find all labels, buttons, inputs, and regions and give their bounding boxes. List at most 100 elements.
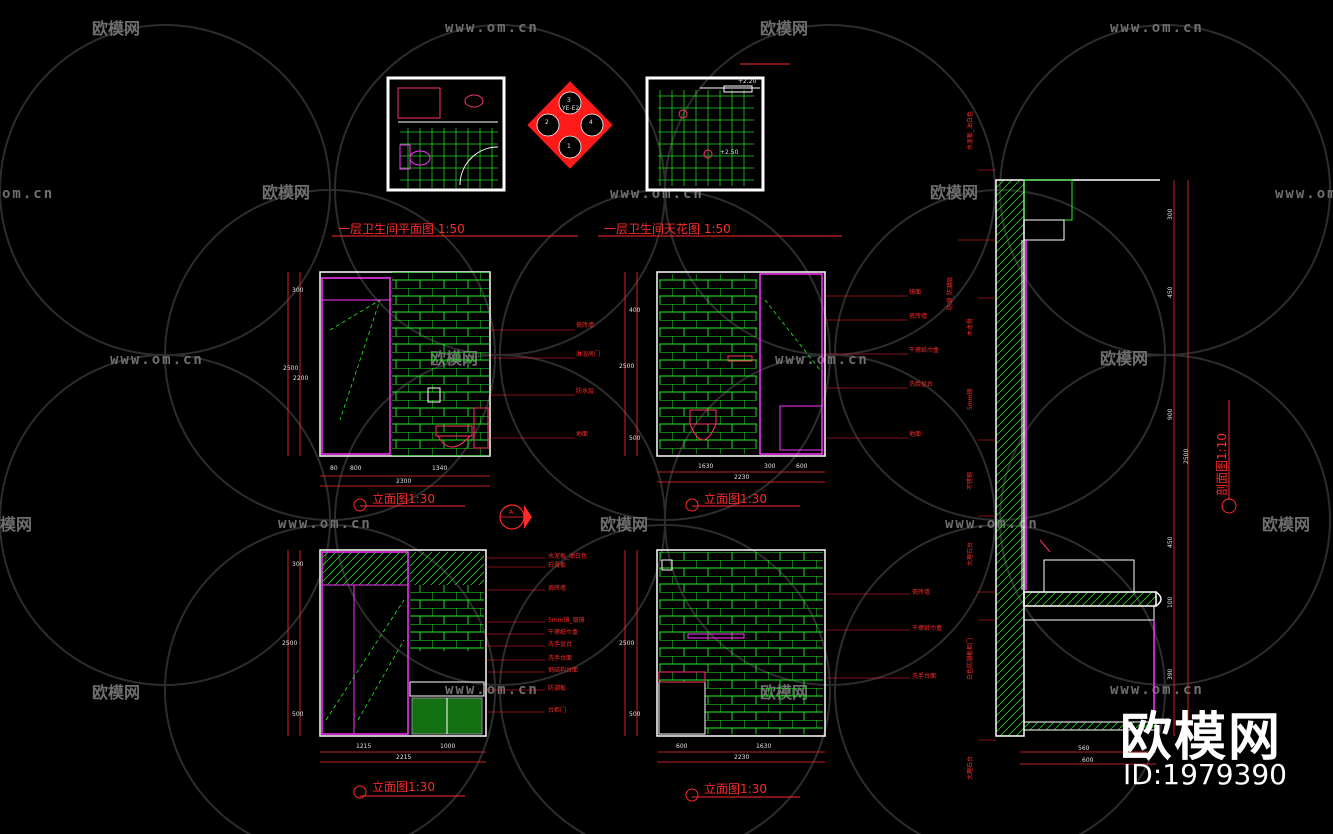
note-sec-5: 不锈钢 <box>966 472 974 490</box>
note-e3-5: 干擦纸巾盒 <box>548 628 578 636</box>
watermark-brand: 欧模网 <box>930 183 978 202</box>
elevation-3-title: 立面图1:30 <box>372 779 435 794</box>
dim-sec-h: 560 <box>1078 745 1090 752</box>
ceiling-title: 一层卫生间天花图 1:50 <box>604 221 731 236</box>
watermark-url: www.om.cn <box>445 20 539 36</box>
note-e2-5: 地面 <box>909 430 921 438</box>
index-1: 1 <box>567 143 571 150</box>
note-e3-10: 台柜门 <box>548 706 566 714</box>
note-sec-7: 白色防潮板柜门 <box>966 638 974 680</box>
elevation-1: 80 800 1340 2300 300 2500 2200 瓷砖墙 淋浴房门 … <box>283 271 600 487</box>
watermark-brand: 欧模网 <box>262 183 310 202</box>
dim-e3-f: 500 <box>292 711 304 718</box>
dim-e4-a: 600 <box>676 743 688 750</box>
dim-e4-e: 500 <box>629 711 641 718</box>
watermark-brand: 欧模网 <box>1262 515 1310 534</box>
watermark-url-partial: om.cn <box>2 186 54 202</box>
note-e3-3: 瓷砖墙 <box>548 584 566 592</box>
watermark-url: www.om.cn <box>110 352 204 368</box>
dim-sec-f: 100 <box>1167 596 1174 608</box>
watermark-url: www.om.cn <box>945 516 1039 532</box>
dim-e3-e: 2500 <box>282 640 297 647</box>
watermark-url: www.om.cn <box>610 186 704 202</box>
watermark-brand: 欧模网 <box>760 19 808 38</box>
dim-sec-b: 450 <box>1167 286 1174 298</box>
dim-e1-d: 2300 <box>396 478 411 485</box>
dim-e1-g: 2200 <box>293 375 308 382</box>
dim-e3-d: 300 <box>292 561 304 568</box>
dim-e2-g: 500 <box>629 435 641 442</box>
dim-sec-g: 390 <box>1167 668 1174 680</box>
section-detail: 300 450 900 2500 450 100 390 560 600 水泥板… <box>946 111 1190 780</box>
elevation-2: 1630 300 600 2230 400 2500 500 镜面 瓷砖墙 干擦… <box>619 271 939 483</box>
dim-sec-c: 900 <box>1167 408 1174 420</box>
dim-e1-c: 1340 <box>432 465 447 472</box>
dim-sec-i: 600 <box>1082 757 1094 764</box>
watermark-brand: 欧模网 <box>92 683 140 702</box>
plan-title: 一层卫生间平面图 1:50 <box>338 222 465 236</box>
dim-e3-b: 1000 <box>440 743 455 750</box>
dim-e1-a: 80 <box>330 465 338 472</box>
watermark-url: www.om.cn <box>278 516 372 532</box>
note-sec-4: 5mm镜 <box>966 388 974 410</box>
index-2: 2 <box>545 119 549 126</box>
dim-e3-c: 2215 <box>396 754 411 761</box>
index-4: 4 <box>589 119 593 126</box>
elevation-index-symbol: 3 1 2 4 YE-E2 <box>527 81 613 169</box>
note-sec-1: 水泥板_油白色 <box>966 111 974 150</box>
note-e4-3: 洗手台面 <box>912 672 936 680</box>
dim-e1-f: 2500 <box>283 365 298 372</box>
index-3: 3 <box>567 97 571 104</box>
dim-e2-c: 600 <box>796 463 808 470</box>
dim-e1-b: 800 <box>350 465 362 472</box>
watermark-brand: 欧模网 <box>92 19 140 38</box>
floor-plan <box>386 76 506 192</box>
dim-sec-a: 300 <box>1167 208 1174 220</box>
note-e4-2: 干擦纸巾盒 <box>912 624 942 632</box>
note-e1-4: 地面 <box>576 430 588 438</box>
dim-e4-d: 2500 <box>619 640 634 647</box>
note-e1-3: 防水层 <box>576 387 594 395</box>
elevation-3: 1215 1000 2215 300 2500 500 水泥板_油白色 石膏板 … <box>282 549 587 763</box>
watermark-brand: 欧模网 <box>600 515 648 534</box>
watermark-url: www.om.cn <box>1110 682 1204 698</box>
level-mark-2: +2.50 <box>720 149 739 156</box>
elevation-1-title: 立面图1:30 <box>372 491 435 506</box>
dim-e4-b: 1630 <box>756 743 771 750</box>
note-e3-9: 防潮板 <box>548 684 566 692</box>
note-e2-2: 瓷砖墙 <box>909 312 927 320</box>
note-e3-7: 洗手台面 <box>548 654 572 662</box>
note-sec-2: 防潮_防潮层 <box>946 277 954 310</box>
dim-e2-f: 2500 <box>619 363 634 370</box>
note-e1-2: 淋浴房门 <box>576 350 600 358</box>
level-mark-1: +2.20 <box>738 78 757 85</box>
dim-e4-c: 2230 <box>734 754 749 761</box>
note-sec-6: 大理石台 <box>966 542 974 566</box>
index-ref: YE-E2 <box>561 105 579 112</box>
note-e2-4: 洗脸盆台 <box>909 380 933 388</box>
dim-e2-d: 2230 <box>734 474 749 481</box>
dim-e2-b: 300 <box>764 463 776 470</box>
watermark-brand-partial: 模网 <box>0 515 32 534</box>
note-sec-3: 木龙骨 <box>966 318 974 336</box>
note-e3-8: 钢结构台面 <box>548 666 578 674</box>
dim-sec-d: 2500 <box>1183 449 1190 464</box>
elevation-2-title: 立面图1:30 <box>704 491 767 506</box>
ceiling-plan: +2.20 +2.50 <box>645 63 790 192</box>
note-e3-6: 洗手盆台 <box>548 640 572 648</box>
dim-e1-e: 300 <box>292 287 304 294</box>
dim-e2-a: 1630 <box>698 463 713 470</box>
note-e4-1: 瓷砖墙 <box>912 588 930 596</box>
section-marker: A <box>499 504 532 530</box>
dim-sec-e: 450 <box>1167 536 1174 548</box>
watermark-url: www.om.cn <box>1275 186 1333 202</box>
note-sec-8: 大理石台 <box>966 756 974 780</box>
dim-e2-e: 400 <box>629 307 641 314</box>
note-e2-3: 干擦纸巾盒 <box>909 346 939 354</box>
note-e3-1: 水泥板_油白色 <box>548 552 587 560</box>
section-mark: A <box>509 509 514 516</box>
model-id: ID:1979390 <box>1123 758 1287 791</box>
dim-e3-a: 1215 <box>356 743 371 750</box>
note-e2-1: 镜面 <box>909 288 921 296</box>
